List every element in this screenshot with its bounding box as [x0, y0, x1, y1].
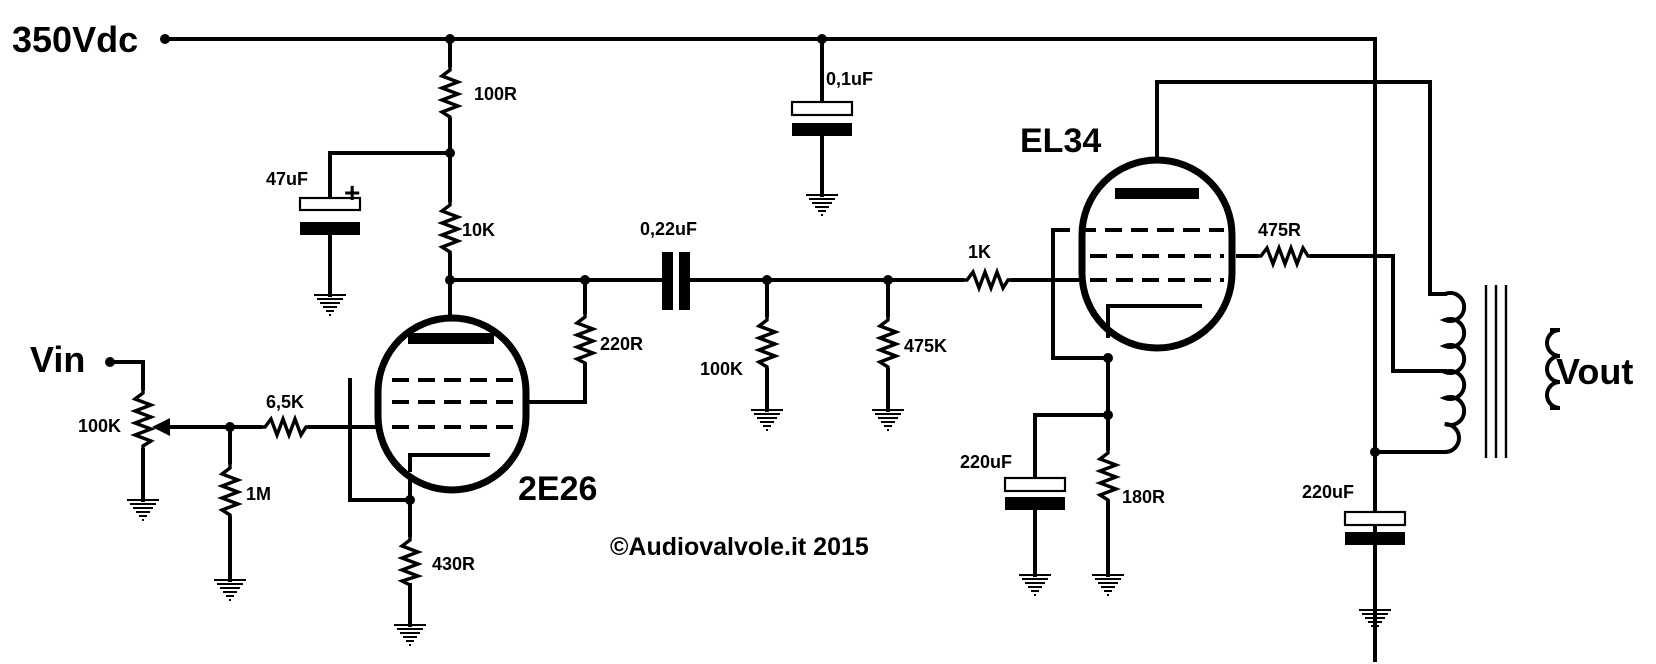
ground-symbol	[806, 194, 838, 216]
cap-220uf-supply-label: 220uF	[1302, 482, 1354, 502]
resistor-180r	[1095, 448, 1121, 502]
resistor-475k-label: 475K	[904, 336, 947, 356]
junction-dot	[762, 275, 772, 285]
resistor-220r-label: 220R	[600, 334, 643, 354]
driver-screen-wire	[516, 278, 587, 404]
output-transformer	[1439, 285, 1561, 458]
resistors	[130, 65, 1312, 587]
wires	[108, 37, 1447, 662]
supply-voltage-label: 350Vdc	[12, 19, 138, 60]
cap-47uf-plate-neg	[300, 222, 360, 235]
ground-symbol	[314, 294, 346, 316]
cap-0-22uf-plate-b	[679, 252, 690, 310]
cap-0-22uf-label: 0,22uF	[640, 219, 697, 239]
resistor-220r	[572, 312, 598, 365]
input-terminal	[105, 357, 115, 367]
cap-220uf-supply-plate-pos	[1343, 510, 1407, 527]
resistor-180r-label: 180R	[1122, 487, 1165, 507]
cap-0-22uf-plate-a	[662, 252, 673, 310]
junction-dot	[445, 275, 455, 285]
resistor-100k	[754, 315, 780, 370]
cap-47uf-plate-pos	[298, 196, 362, 212]
tube-2e26-label: 2E26	[518, 470, 597, 508]
junctions	[105, 34, 1380, 505]
ground-symbol	[394, 624, 426, 646]
supply-terminal	[160, 34, 170, 44]
resistor-6-5k	[260, 414, 310, 440]
resistor-100r-label: 100R	[474, 84, 517, 104]
resistor-1m-label: 1M	[246, 484, 271, 504]
junction-dot	[883, 275, 893, 285]
tube-el34-anode	[1115, 188, 1199, 199]
junction-dot	[225, 422, 235, 432]
ground-symbol	[872, 409, 904, 431]
resistor-430r	[397, 535, 424, 587]
tube-2e26-cathode	[408, 453, 490, 472]
resistor-1k-label: 1K	[968, 242, 991, 262]
junction-dot	[1103, 410, 1113, 420]
cap-220uf-cathode-plate-pos	[1003, 476, 1067, 493]
junction-dot	[1370, 447, 1380, 457]
cap-220uf-supply-plate-neg	[1345, 532, 1405, 545]
resistor-1k	[962, 267, 1012, 293]
supply-rail-wire	[163, 37, 1377, 662]
junction-dot	[580, 275, 590, 285]
resistor-1m	[217, 462, 243, 518]
cap-220uf-cathode-label: 220uF	[960, 452, 1012, 472]
resistor-10k-label: 10K	[462, 220, 495, 240]
cap-0-1uf-label: 0,1uF	[826, 69, 873, 89]
transformer-secondary	[1545, 328, 1561, 410]
ground-symbol	[214, 579, 246, 601]
transformer-primary	[1439, 291, 1467, 454]
tube-el34-cathode	[1106, 304, 1202, 338]
resistor-10k	[437, 200, 463, 255]
ground-symbol	[1359, 609, 1391, 631]
tube-el34-label: EL34	[1020, 122, 1101, 160]
junction-dot	[1103, 353, 1113, 363]
resistor-475r-label: 475R	[1258, 220, 1301, 240]
copyright-label: ©Audiovalvole.it 2015	[610, 533, 869, 561]
input-label: Vin	[30, 339, 85, 380]
potentiometer-wiper-arrow	[152, 418, 170, 436]
resistor-100r	[437, 65, 463, 120]
el34-cathode-cap-wire	[1033, 413, 1110, 577]
filter-cap-wire	[328, 151, 452, 297]
resistor-475k	[875, 315, 901, 370]
output-label: Vout	[1556, 351, 1633, 392]
junction-dot	[445, 34, 455, 44]
tube-2e26	[374, 314, 530, 494]
input-wire	[108, 360, 145, 502]
ground-symbol	[751, 409, 783, 431]
cap-47uf-polarity-label: +	[344, 177, 360, 208]
junction-dot	[405, 495, 415, 505]
cap-0-1uf-plate-pos	[790, 100, 854, 117]
cap-47uf-label: 47uF	[266, 169, 308, 189]
ground-symbol	[1092, 574, 1124, 596]
ground-symbol	[127, 499, 159, 521]
junction-dot	[445, 148, 455, 158]
grounds	[127, 194, 1391, 646]
capacitors	[298, 100, 1407, 545]
resistor-430r-label: 430R	[432, 554, 475, 574]
resistor-6-5k-label: 6,5K	[266, 392, 304, 412]
tube-2e26-anode	[408, 333, 494, 344]
ground-symbol	[1019, 574, 1051, 596]
potentiometer-100k-label: 100K	[78, 416, 121, 436]
tube-el34	[1053, 156, 1236, 352]
el34-suppressor-wire	[1051, 228, 1110, 360]
resistor-475r	[1256, 243, 1312, 269]
resistor-100k-label: 100K	[700, 359, 743, 379]
cap-220uf-cathode-plate-neg	[1005, 497, 1065, 510]
el34-screen-wire	[1236, 254, 1447, 373]
labels: 350Vdc Vin Vout EL34 2E26 ©Audiovalvole.…	[12, 19, 1633, 574]
junction-dot	[817, 34, 827, 44]
potentiometer-100k	[130, 388, 156, 450]
driver-suppressor-wire	[348, 378, 412, 502]
cap-0-1uf-plate-neg	[792, 123, 852, 136]
el34-plate-wire	[1155, 80, 1447, 296]
